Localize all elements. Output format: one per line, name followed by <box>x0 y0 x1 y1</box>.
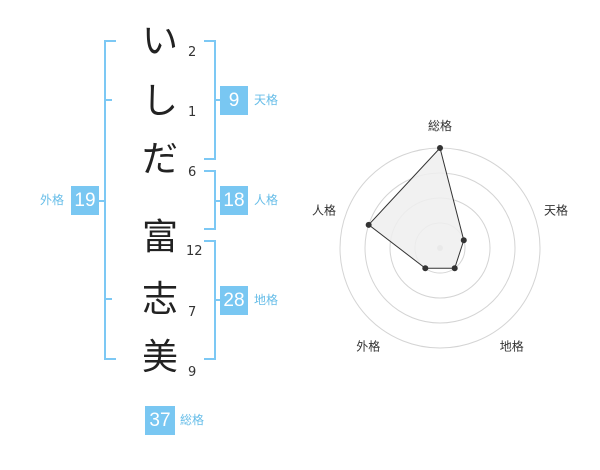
tenkaku-label: 天格 <box>254 93 279 107</box>
radar-axis-label: 天格 <box>544 202 568 217</box>
stroke-count-6: 9 <box>188 365 197 380</box>
chikaku-connector <box>214 299 222 301</box>
tenkaku-badge: 9 <box>220 86 248 115</box>
radar-data-point <box>437 145 443 151</box>
tenkaku-connector <box>214 99 222 101</box>
chikaku-badge: 28 <box>220 286 248 315</box>
name-char-1: い <box>141 21 178 62</box>
radar-axis-label: 人格 <box>312 202 336 217</box>
gaikaku-connector <box>98 200 106 202</box>
name-char-3: だ <box>141 139 178 180</box>
jinkaku-badge: 18 <box>220 186 248 215</box>
gaikaku-bracket-tick-lower <box>104 298 112 300</box>
stroke-count-2: 1 <box>188 105 197 120</box>
name-char-4: 富 <box>141 217 178 258</box>
name-char-6: 美 <box>141 337 178 378</box>
radar-data-point <box>460 237 467 244</box>
name-char-5: 志 <box>141 279 178 320</box>
radar-axis-label: 総格 <box>428 118 452 133</box>
radar-axis-label: 地格 <box>500 339 524 354</box>
name-char-2: し <box>141 81 178 122</box>
jinkaku-connector <box>214 200 222 202</box>
gaikaku-badge: 19 <box>71 186 99 215</box>
chikaku-label: 地格 <box>254 293 279 307</box>
gaikaku-label: 外格 <box>40 193 65 207</box>
radar-data-point <box>451 265 458 272</box>
gaikaku-bracket-tick-upper <box>104 99 112 101</box>
stroke-count-1: 2 <box>188 45 197 60</box>
stroke-count-3: 6 <box>188 165 197 180</box>
radar-data-point <box>422 265 429 272</box>
stroke-count-4: 12 <box>186 244 203 259</box>
soukaku-badge: 37 <box>145 406 175 435</box>
stroke-count-5: 7 <box>188 305 197 320</box>
radar-data-point <box>365 221 372 228</box>
radar-axis-label: 外格 <box>356 339 380 354</box>
jinkaku-label: 人格 <box>254 193 279 207</box>
radar-series-polygon <box>367 146 465 269</box>
soukaku-label: 総格 <box>180 413 205 427</box>
